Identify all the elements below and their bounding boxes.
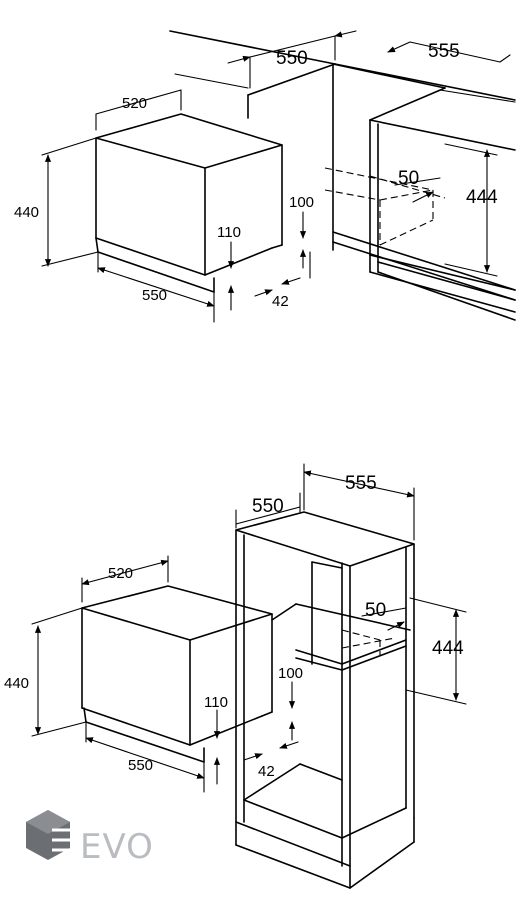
top-niche-height-label: 444 — [466, 187, 498, 208]
top-niche-offset-label: 50 — [398, 168, 419, 189]
evo-logo-text: EVO — [80, 827, 154, 867]
top-oven-recess-label: 110 — [217, 224, 241, 241]
bottom-diagram: 550 555 520 440 550 110 — [4, 463, 467, 889]
top-oven-depth-label: 550 — [142, 287, 167, 304]
bottom-cabinet-depth-label: 550 — [252, 496, 284, 517]
bottom-oven-depth-label: 550 — [128, 757, 153, 774]
bottom-niche-offset-label: 50 — [365, 600, 386, 621]
top-oven — [95, 113, 283, 293]
top-diagram: 550 555 520 440 550 110 — [14, 30, 516, 323]
bottom-oven-recess-label: 110 — [204, 694, 228, 711]
top-worktop — [169, 30, 516, 251]
bottom-niche-height-label: 444 — [432, 638, 464, 659]
bottom-cabinet-width-label: 555 — [345, 473, 377, 494]
bottom-base-offset-label: 42 — [258, 763, 275, 780]
top-vent-gap-label: 100 — [289, 194, 314, 211]
top-cabinet-width-label: 555 — [428, 41, 460, 62]
top-oven-height-label: 440 — [14, 204, 39, 221]
bottom-vent-gap-label: 100 — [278, 665, 303, 682]
top-dimensions: 550 555 520 440 550 110 — [14, 30, 511, 323]
top-cabinet-niche — [324, 119, 516, 321]
top-base-offset-label: 42 — [272, 293, 289, 310]
bottom-dimensions: 550 555 520 440 550 110 — [4, 463, 467, 793]
bottom-oven-width-label: 520 — [108, 565, 133, 582]
top-oven-width-label: 520 — [122, 95, 147, 112]
evo-logo: EVO — [26, 810, 154, 867]
top-cabinet-depth-label: 550 — [276, 48, 308, 69]
bottom-tall-cabinet — [235, 511, 415, 889]
bottom-oven-height-label: 440 — [4, 675, 29, 692]
